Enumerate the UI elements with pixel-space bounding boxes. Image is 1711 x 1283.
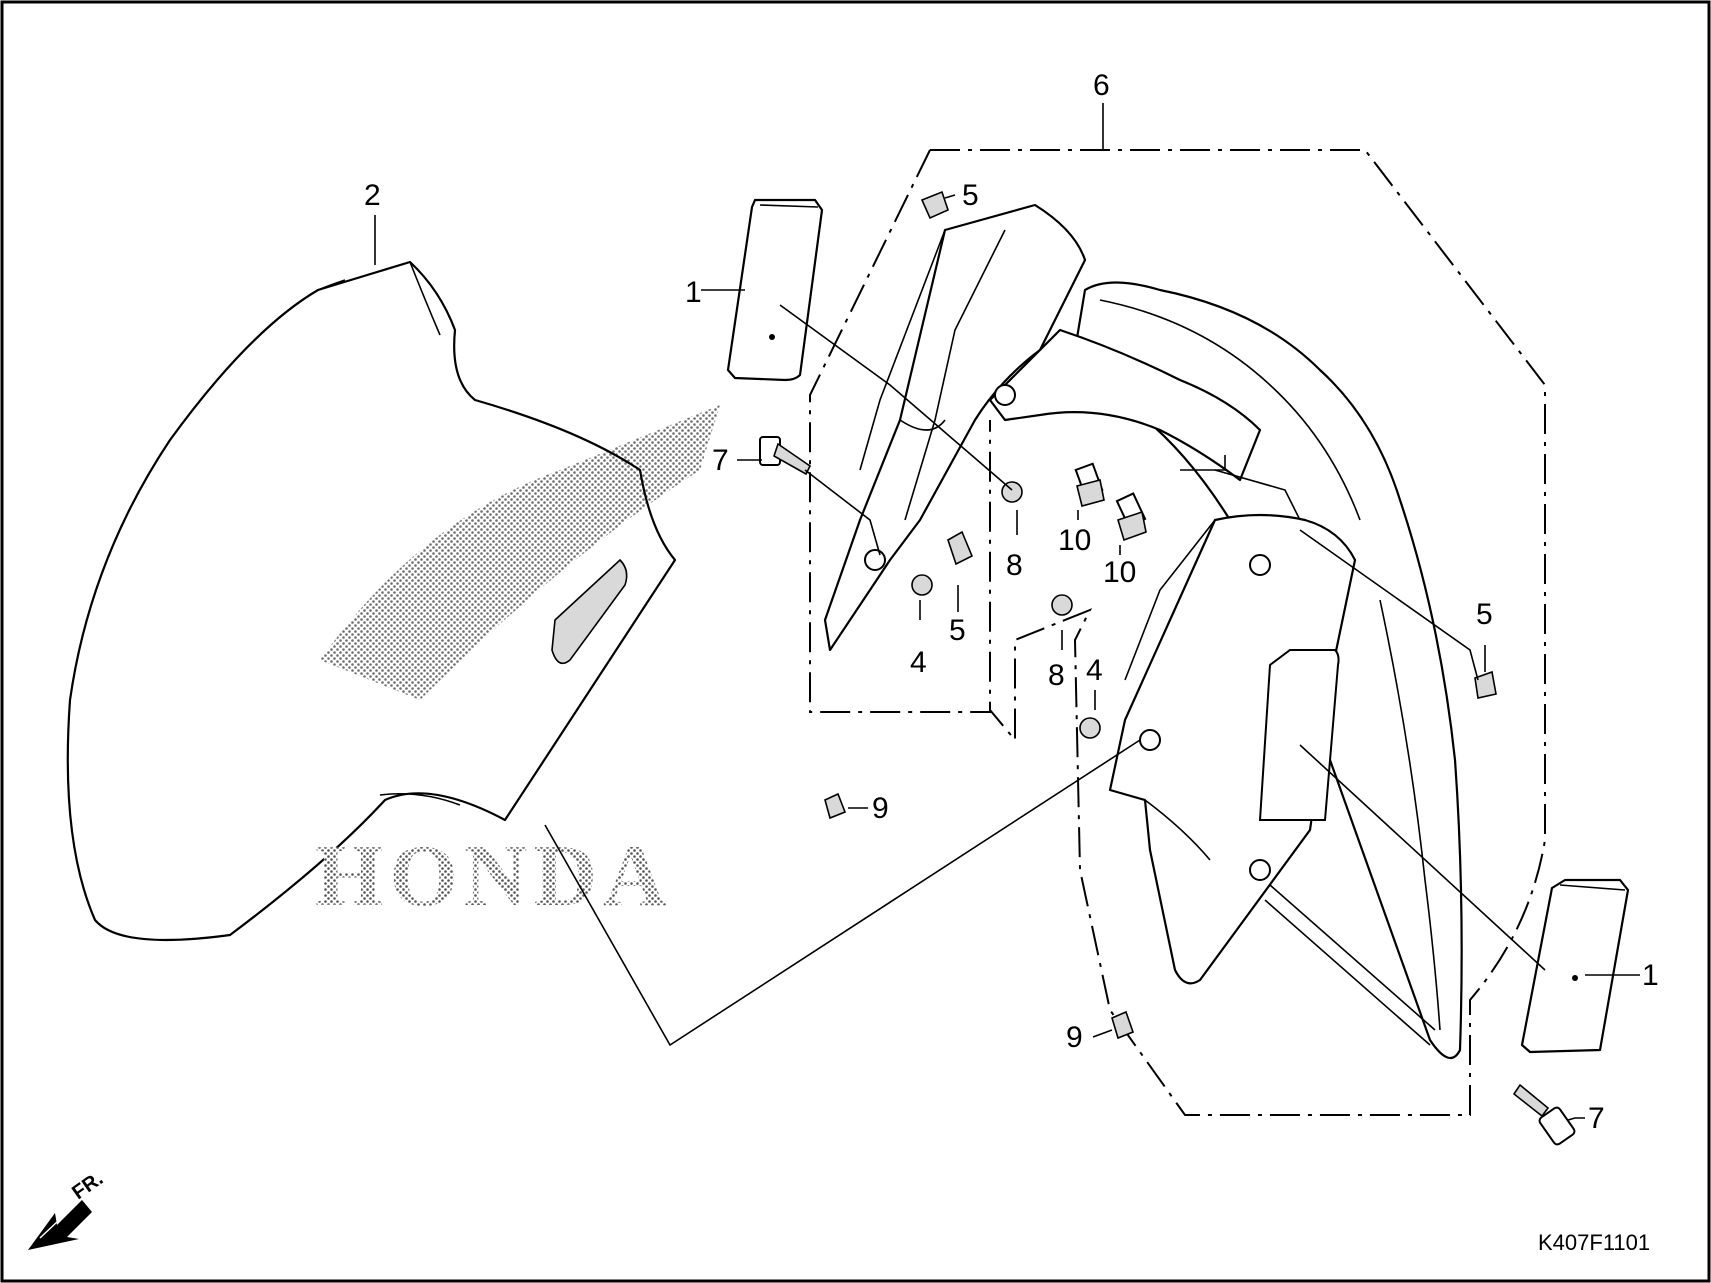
callout-5-top: 5 [962,179,979,212]
nut-right-part-8[interactable] [1051,594,1073,616]
grommet-left-part-4[interactable] [911,574,933,596]
clip-nut-mid-part-5[interactable] [947,530,974,566]
part-6-group-outline [930,149,1546,1116]
reflector-right-part-1[interactable] [1520,878,1630,1054]
diagram-code: K407F1101 [1538,1230,1650,1255]
honda-logo-watermark: HONDA [315,828,673,925]
callout-5-right: 5 [1476,598,1493,631]
callout-8-left: 8 [1006,549,1023,582]
bolt-left-part-7[interactable] [759,436,812,476]
screw-right-part-9[interactable] [1111,1010,1135,1040]
front-fender-part-2[interactable] [66,260,720,942]
callout-8-right: 8 [1048,659,1065,692]
callout-5-mid: 5 [949,614,966,647]
callout-2: 2 [364,179,381,212]
front-direction-arrow-icon [28,1200,92,1250]
callout-4-right: 4 [1086,654,1103,687]
front-direction-label: FR. [68,1168,107,1205]
reflector-left-part-1[interactable] [726,198,824,382]
callout-1-right: 1 [1642,959,1659,992]
bolt-left-part-10[interactable] [1074,462,1105,507]
inner-fender-part-6[interactable] [823,203,1463,1060]
grommet-right-part-4[interactable] [1079,717,1101,739]
callout-1-left: 1 [685,276,702,309]
callout-7-left: 7 [712,444,729,477]
screw-left-part-9[interactable] [824,792,847,820]
callout-10-left: 10 [1058,524,1091,557]
bolt-right-part-10[interactable] [1115,492,1147,542]
callout-7-right: 7 [1588,1102,1605,1135]
callout-9-left: 9 [872,792,889,825]
nut-left-part-8[interactable] [1001,481,1023,503]
callout-9-right: 9 [1066,1021,1083,1054]
clip-nut-top-part-5[interactable] [920,190,949,220]
callout-10-right: 10 [1103,556,1136,589]
clip-nut-right-part-5[interactable] [1474,670,1497,699]
callout-6: 6 [1093,69,1110,102]
leader-lines [374,103,1640,1121]
callout-4-left: 4 [910,646,927,679]
bolt-right-part-7[interactable] [1512,1083,1576,1146]
